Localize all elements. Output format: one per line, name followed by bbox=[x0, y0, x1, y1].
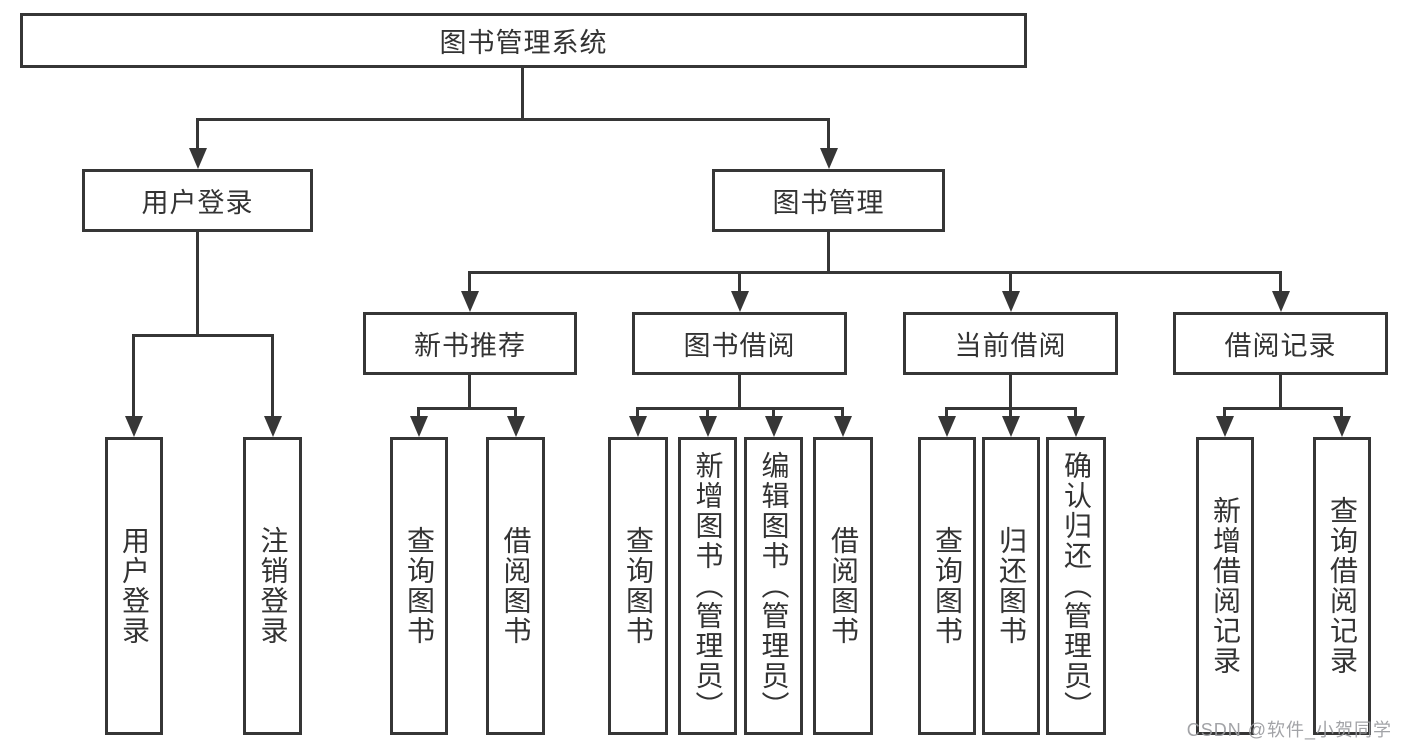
leaf-logout: 注销登录 bbox=[243, 437, 302, 735]
connector-line bbox=[196, 232, 199, 334]
connector-line bbox=[132, 334, 274, 337]
node-library-management-system: 图书管理系统 bbox=[20, 13, 1027, 68]
arrow-down-icon bbox=[460, 271, 479, 312]
connector-line bbox=[417, 407, 517, 410]
arrow-down-icon bbox=[1001, 271, 1020, 312]
leaf-borrowing-edit-books-admin: 编辑图书（管理员） bbox=[744, 437, 803, 735]
node-borrowing-records: 借阅记录 bbox=[1173, 312, 1388, 375]
arrow-down-icon bbox=[1066, 407, 1085, 437]
arrow-down-icon bbox=[1215, 407, 1234, 437]
arrow-down-icon bbox=[1271, 271, 1290, 312]
arrow-down-icon bbox=[409, 407, 428, 437]
arrow-down-icon bbox=[833, 407, 852, 437]
arrow-down-icon bbox=[1332, 407, 1351, 437]
leaf-current-return-books: 归还图书 bbox=[982, 437, 1040, 735]
leaf-current-query-books: 查询图书 bbox=[918, 437, 976, 735]
leaf-records-add-borrow-record: 新增借阅记录 bbox=[1196, 437, 1254, 735]
arrow-down-icon bbox=[188, 118, 207, 169]
leaf-recommend-query-books: 查询图书 bbox=[390, 437, 448, 735]
node-book-management: 图书管理 bbox=[712, 169, 945, 232]
arrow-down-icon bbox=[819, 118, 838, 169]
connector-line bbox=[738, 375, 741, 407]
leaf-recommend-borrow-books: 借阅图书 bbox=[486, 437, 545, 735]
node-new-book-recommend: 新书推荐 bbox=[363, 312, 577, 375]
leaf-borrowing-query-books: 查询图书 bbox=[608, 437, 668, 735]
leaf-current-confirm-return-admin: 确认归还（管理员） bbox=[1046, 437, 1106, 735]
node-book-borrowing: 图书借阅 bbox=[632, 312, 847, 375]
leaf-records-query-borrow-record: 查询借阅记录 bbox=[1313, 437, 1371, 735]
arrow-down-icon bbox=[764, 407, 783, 437]
node-user-login: 用户登录 bbox=[82, 169, 313, 232]
connector-line bbox=[636, 407, 844, 410]
leaf-borrowing-borrow-books: 借阅图书 bbox=[813, 437, 873, 735]
connector-line bbox=[468, 271, 1282, 274]
arrow-down-icon bbox=[506, 407, 525, 437]
arrow-down-icon bbox=[628, 407, 647, 437]
csdn-watermark: CSDN @软件_小贺同学 bbox=[1186, 720, 1392, 740]
connector-line bbox=[197, 118, 830, 121]
arrow-down-icon bbox=[1001, 407, 1020, 437]
connector-line bbox=[521, 68, 524, 118]
arrow-down-icon bbox=[937, 407, 956, 437]
connector-line bbox=[827, 232, 830, 271]
connector-line bbox=[1009, 375, 1012, 407]
leaf-user-login: 用户登录 bbox=[105, 437, 163, 735]
connector-line bbox=[1279, 375, 1282, 407]
arrow-down-icon bbox=[730, 271, 749, 312]
node-current-borrowing: 当前借阅 bbox=[903, 312, 1118, 375]
connector-line bbox=[1223, 407, 1342, 410]
leaf-borrowing-add-books-admin: 新增图书（管理员） bbox=[678, 437, 737, 735]
connector-line bbox=[468, 375, 471, 407]
arrow-down-icon bbox=[263, 334, 282, 437]
arrow-down-icon bbox=[124, 334, 143, 437]
arrow-down-icon bbox=[698, 407, 717, 437]
